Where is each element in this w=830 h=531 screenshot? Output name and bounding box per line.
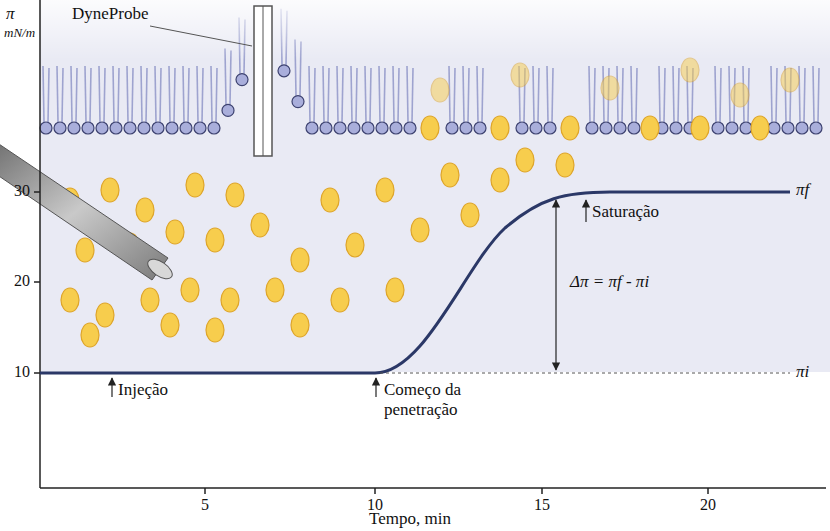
tick-label: 5 bbox=[201, 496, 209, 514]
tick-label: 10 bbox=[14, 363, 30, 381]
fade bbox=[40, 0, 830, 60]
tick-label: 30 bbox=[14, 182, 30, 200]
tick-label: 15 bbox=[534, 496, 550, 514]
level-label: πf bbox=[796, 180, 809, 200]
y-axis bbox=[39, 0, 41, 488]
delta-label: Δπ = πf - πi bbox=[570, 272, 649, 292]
tick-label: 20 bbox=[14, 272, 30, 290]
tick-label: 20 bbox=[700, 496, 716, 514]
axis-unit: mN/m bbox=[4, 26, 35, 41]
ticks bbox=[34, 192, 708, 494]
level-label: πi bbox=[796, 362, 809, 382]
dyne-probe bbox=[254, 6, 272, 156]
saturation-arrow bbox=[585, 200, 586, 222]
dyne-probe-slit bbox=[263, 6, 264, 156]
event-label: Começo da penetração bbox=[384, 380, 494, 419]
penetration-arrow bbox=[375, 378, 376, 397]
subphase bbox=[40, 0, 830, 372]
event-label: Injeção bbox=[118, 380, 168, 400]
injection-arrow bbox=[111, 378, 112, 397]
delta-arrow bbox=[555, 200, 556, 370]
injection-needle bbox=[0, 138, 176, 283]
leader-line bbox=[150, 26, 252, 46]
axis-title: Tempo, min bbox=[369, 509, 451, 529]
event-label: Saturação bbox=[592, 202, 659, 222]
pressure-curve bbox=[40, 192, 790, 373]
proteins bbox=[61, 58, 799, 347]
axis-title: π bbox=[6, 4, 15, 24]
baseline-dashed bbox=[380, 373, 790, 374]
probe-label: DyneProbe bbox=[72, 4, 148, 24]
